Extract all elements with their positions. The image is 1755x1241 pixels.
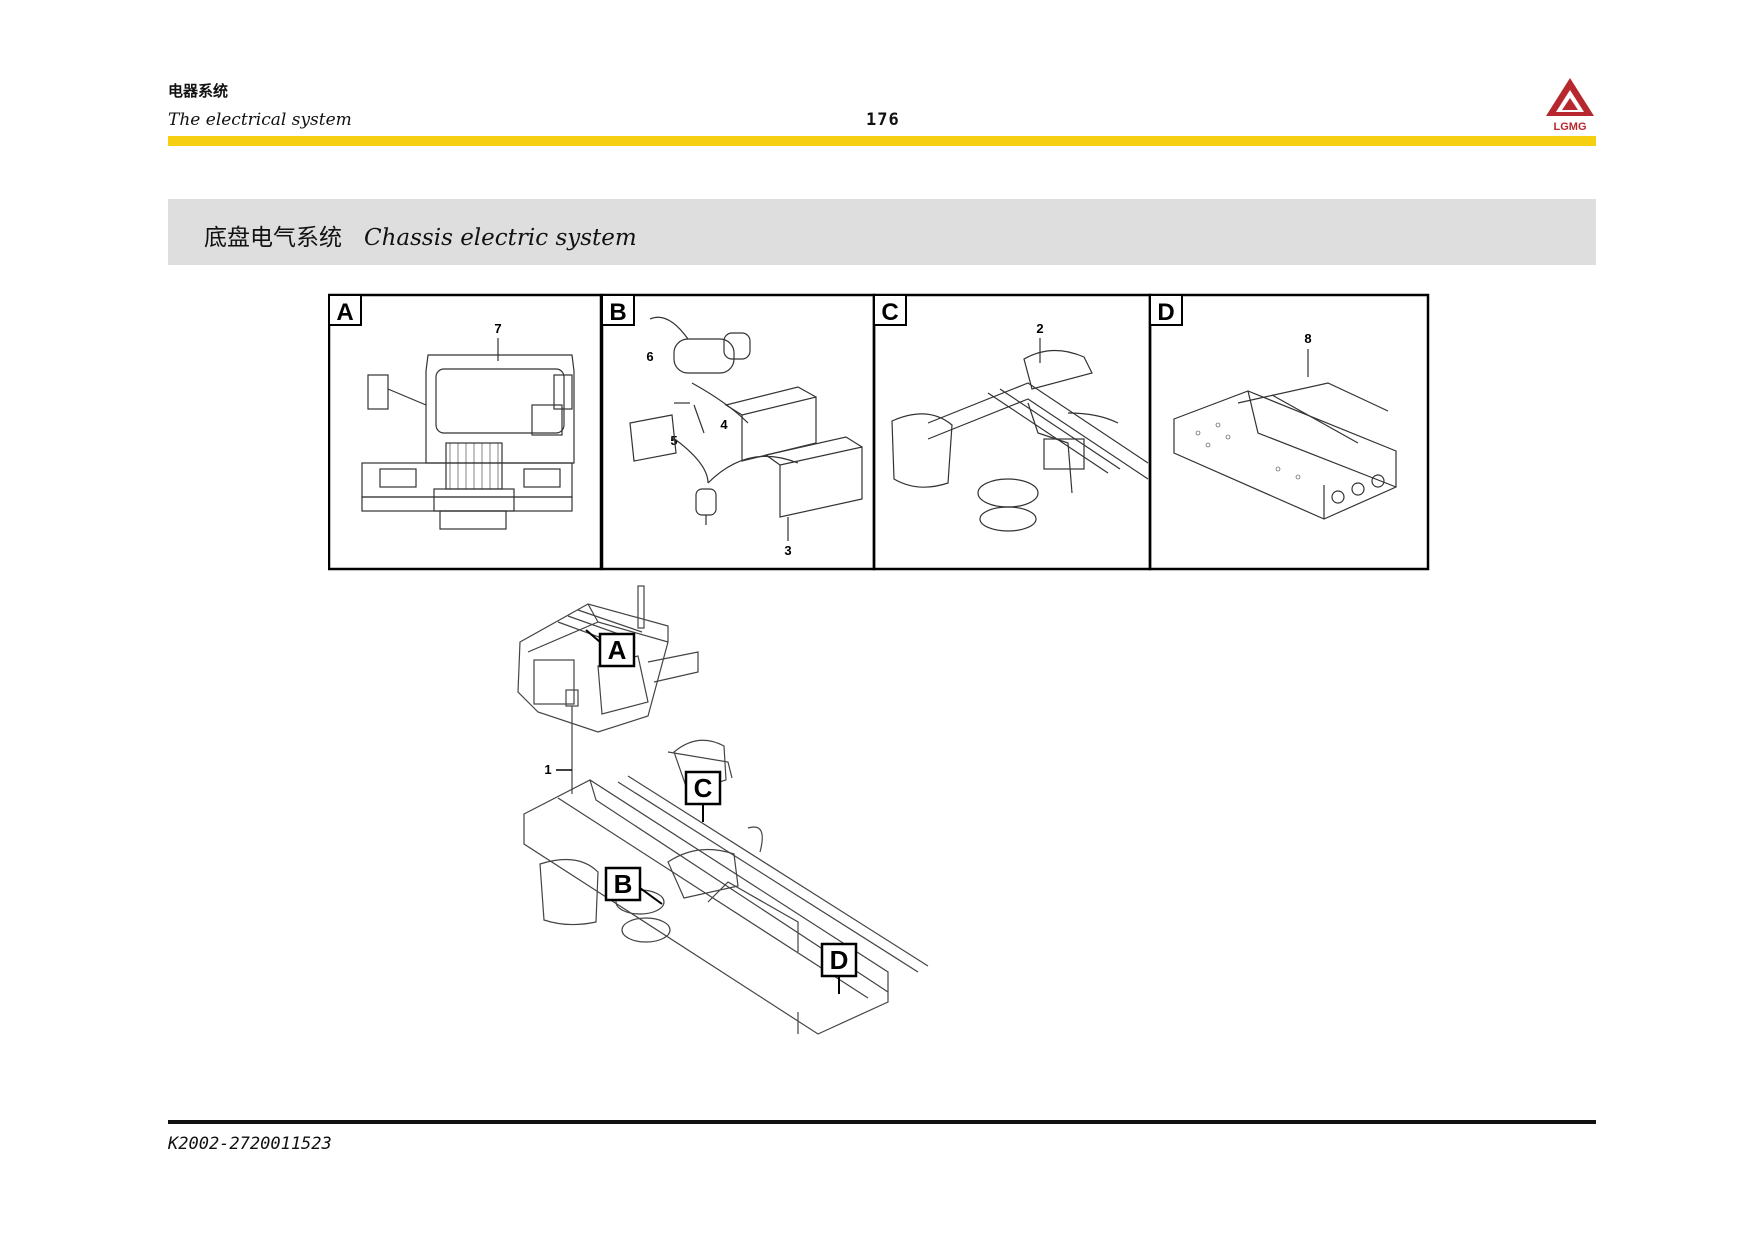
panel-b-letter: B: [609, 299, 626, 326]
overview-cab: [517, 585, 699, 733]
footer-rule: [168, 1120, 1596, 1124]
panel-d-callout-8: 8: [1304, 331, 1311, 346]
overview-callout-b: B: [614, 869, 633, 899]
panel-d: D 8: [1148, 293, 1430, 571]
panel-c: C 2: [872, 293, 1152, 571]
chassis-overview: A 1 C B D: [517, 585, 929, 1035]
section-title-cn: 底盘电气系统: [204, 225, 342, 251]
overview-frame: [523, 689, 929, 1035]
panel-b: B 6 5 4 3: [600, 293, 876, 571]
detail-panels: A 7 B 6 5 4 3: [328, 293, 1430, 571]
chapter-title-cn: 电器系统: [168, 82, 229, 100]
panel-c-callout-2: 2: [1036, 321, 1043, 336]
panel-b-callout-6: 6: [646, 349, 653, 364]
panel-b-callout-4: 4: [720, 417, 728, 432]
overview-callout-c: C: [694, 773, 713, 803]
panel-a-letter: A: [336, 299, 353, 326]
panel-b-callout-5: 5: [670, 433, 677, 448]
page-number: 176: [866, 110, 900, 130]
overview-callout-1: 1: [544, 762, 551, 777]
panel-a-callout-7: 7: [494, 321, 501, 336]
header-accent-bar: [168, 136, 1596, 146]
section-title-en: Chassis electric system: [364, 225, 637, 251]
lgmg-logo: LGMG: [1546, 78, 1594, 133]
overview-callout-a: A: [608, 635, 627, 665]
section-title: 底盘电气系统 Chassis electric system: [204, 218, 637, 252]
section-band: [168, 199, 1596, 265]
panel-d-letter: D: [1157, 299, 1174, 326]
document-code: K2002-2720011523: [168, 1134, 332, 1154]
panel-a: A 7: [328, 293, 603, 571]
panel-b-callout-3: 3: [784, 543, 791, 558]
overview-callout-d: D: [830, 945, 849, 975]
logo-text: LGMG: [1554, 121, 1587, 133]
chapter-title-en: The electrical system: [168, 110, 352, 130]
overview-components: [539, 739, 799, 952]
panel-c-letter: C: [881, 299, 898, 326]
